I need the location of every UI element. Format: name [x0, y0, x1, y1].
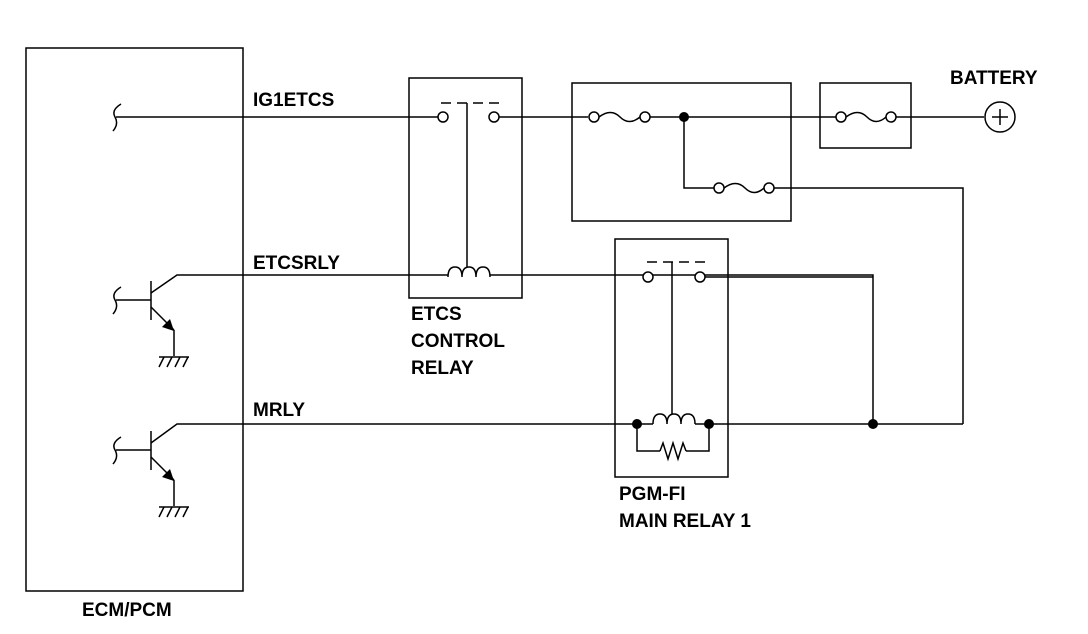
mrly-connector-symbol — [112, 436, 122, 465]
battery-label: BATTERY — [950, 68, 1038, 89]
main-relay-resistor-icon — [659, 440, 687, 462]
etcs-relay-label-2: CONTROL — [411, 331, 505, 352]
main-relay-contact-right — [694, 271, 706, 283]
etcsrly-transistor-collector — [150, 274, 448, 294]
pgmfi-label-1: PGM-FI — [619, 484, 686, 505]
etcsrly-label: ETCSRLY — [253, 253, 340, 274]
fuse-2-terminal-b — [763, 182, 775, 194]
main-relay-coil — [652, 413, 696, 425]
fuse-2-terminal-a — [713, 182, 725, 194]
ig1etcs-label: IG1ETCS — [253, 90, 334, 111]
main-relay-output-junction — [868, 419, 878, 429]
fuse-2-feed-wire — [683, 117, 714, 189]
mrly-emitter-arrow-icon — [162, 469, 174, 481]
battery-fuse-terminal-a — [835, 111, 847, 123]
fuse-2-output-wire — [774, 187, 964, 424]
etcs-relay-label-1: ETCS — [411, 304, 462, 325]
mrly-label: MRLY — [253, 400, 305, 421]
etcsrly-connector-symbol — [112, 286, 122, 315]
etcs-relay-coil — [447, 266, 491, 278]
main-relay-resistor-wire-right — [686, 424, 710, 452]
etcs-relay-contact-left — [437, 111, 449, 123]
ig1etcs-connector-symbol — [112, 103, 122, 132]
battery-fuse-icon — [845, 111, 887, 123]
etcs-control-relay-box — [408, 77, 523, 299]
mrly-transistor-collector — [150, 423, 637, 444]
coil-to-junction-wire — [490, 274, 874, 424]
mrly-ground-icon — [158, 506, 189, 518]
fuse-1-terminal-b — [639, 111, 651, 123]
battery-fuse-terminal-b — [885, 111, 897, 123]
battery-terminal-icon — [984, 101, 1016, 133]
main-relay-resistor-wire-left — [636, 424, 660, 452]
battery-fuse-box — [819, 82, 912, 149]
fuse-box — [571, 82, 792, 222]
pgmfi-main-relay-box — [614, 238, 729, 478]
etcs-relay-label-3: RELAY — [411, 358, 474, 379]
etcs-relay-contact-right — [488, 111, 500, 123]
ecm-pcm-label: ECM/PCM — [82, 600, 172, 621]
fuse-1-terminal-a — [588, 111, 600, 123]
etcsrly-ground-icon — [158, 356, 189, 368]
fuse-2-icon — [723, 182, 765, 194]
ecm-pcm-box — [25, 47, 244, 592]
etcsrly-emitter-arrow-icon — [162, 319, 174, 331]
main-relay-contact-left — [642, 271, 654, 283]
fuse-1-icon — [598, 111, 641, 123]
pgmfi-label-2: MAIN RELAY 1 — [619, 511, 751, 532]
